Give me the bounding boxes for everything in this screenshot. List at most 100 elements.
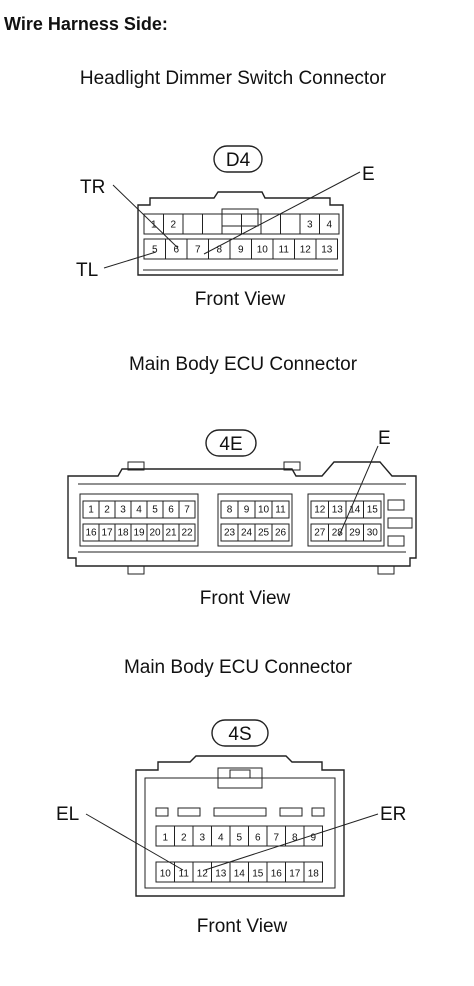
pin-number: 12 xyxy=(300,245,312,256)
pin-number: 5 xyxy=(152,505,158,516)
pin-cavity-a xyxy=(79,493,199,547)
pin-cell xyxy=(178,500,196,519)
connector-latch xyxy=(217,767,263,789)
callout-e-leader xyxy=(338,445,379,537)
pin-number: 7 xyxy=(273,833,279,844)
pin-number: 6 xyxy=(173,245,179,256)
pin-number: 13 xyxy=(215,869,227,880)
callout-e: E xyxy=(362,164,375,185)
connector-d4-view-label: Front View xyxy=(195,289,286,310)
pin-number: 17 xyxy=(101,528,113,539)
mount-tab xyxy=(127,565,145,575)
connector-code-badge xyxy=(213,145,263,173)
mount-tab xyxy=(127,461,145,471)
pin-number: 10 xyxy=(258,505,270,516)
connector-4e-title: Main Body ECU Connector xyxy=(129,354,358,375)
callout-e-leader xyxy=(203,171,361,255)
pin-cell xyxy=(271,523,290,542)
pin-number: 2 xyxy=(104,505,110,516)
pin-number: 1 xyxy=(88,505,94,516)
page-title: Wire Harness Side: xyxy=(4,14,168,34)
key-slot xyxy=(311,807,325,817)
pin-number: 16 xyxy=(271,869,283,880)
connector-code-badge xyxy=(205,429,257,457)
pin-number: 23 xyxy=(224,528,236,539)
pin-number: 5 xyxy=(236,833,242,844)
pin-number: 3 xyxy=(199,833,205,844)
connector-d4-code: D4 xyxy=(226,150,251,171)
pin-number: 22 xyxy=(181,528,193,539)
pin-number: 15 xyxy=(252,869,264,880)
connector-4e-code: 4E xyxy=(219,434,242,455)
side-lock xyxy=(387,517,413,529)
pin-number: 1 xyxy=(162,833,168,844)
pin-number: 19 xyxy=(133,528,145,539)
pin-number: 5 xyxy=(152,245,158,256)
side-lock xyxy=(387,535,405,547)
connector-housing xyxy=(135,755,345,897)
pin-number: 9 xyxy=(238,245,244,256)
pin-number: 6 xyxy=(168,505,174,516)
pin-cell xyxy=(363,523,382,542)
pin-cell xyxy=(182,213,203,235)
connector-4e-view-label: Front View xyxy=(200,588,291,609)
pin-cell xyxy=(280,213,301,235)
pin-number: 4 xyxy=(218,833,224,844)
pin-cell xyxy=(202,213,223,235)
pin-number: 11 xyxy=(179,869,190,880)
pin-number: 6 xyxy=(255,833,261,844)
connector-latch xyxy=(221,208,259,227)
pin-cavity-c xyxy=(307,493,385,547)
connector-4s-view-label: Front View xyxy=(197,916,288,937)
pin-number: 3 xyxy=(120,505,126,516)
callout-tl: TL xyxy=(76,260,98,281)
pin-number: 16 xyxy=(85,528,97,539)
pin-cell xyxy=(303,825,323,847)
callout-e: E xyxy=(378,428,391,449)
pin-cavity-b xyxy=(217,493,293,547)
key-slot xyxy=(213,807,267,817)
pin-cell xyxy=(363,500,382,519)
pin-number: 12 xyxy=(314,505,326,516)
pin-number: 7 xyxy=(184,505,190,516)
pin-cell xyxy=(319,213,340,235)
pin-cell xyxy=(315,238,338,260)
pin-number: 8 xyxy=(216,245,222,256)
pin-cell xyxy=(271,500,290,519)
connector-code-badge xyxy=(211,719,269,747)
pin-number: 29 xyxy=(349,528,361,539)
pin-number: 25 xyxy=(258,528,270,539)
pin-number: 10 xyxy=(160,869,172,880)
pin-number: 28 xyxy=(332,528,344,539)
pin-number: 12 xyxy=(197,869,209,880)
key-slot xyxy=(155,807,169,817)
callout-er-leader xyxy=(204,813,379,871)
pin-number: 11 xyxy=(279,245,290,256)
pin-cell xyxy=(303,861,323,883)
pin-cell xyxy=(260,213,281,235)
pin-number: 9 xyxy=(244,505,250,516)
connector-housing xyxy=(67,461,417,567)
pin-number: 15 xyxy=(367,505,379,516)
key-slot xyxy=(177,807,201,817)
callout-el: EL xyxy=(56,804,79,825)
connector-4s-code: 4S xyxy=(228,724,251,745)
pin-number: 3 xyxy=(307,220,313,231)
mount-tab xyxy=(377,565,395,575)
key-slot xyxy=(279,807,303,817)
pin-number: 8 xyxy=(292,833,298,844)
pin-number: 18 xyxy=(117,528,129,539)
pin-number: 10 xyxy=(257,245,269,256)
callout-el-leader xyxy=(85,813,184,871)
pin-number: 7 xyxy=(195,245,201,256)
pin-number: 14 xyxy=(234,869,246,880)
pin-number: 11 xyxy=(275,505,286,516)
connector-housing xyxy=(137,191,344,276)
pin-number: 13 xyxy=(321,245,333,256)
